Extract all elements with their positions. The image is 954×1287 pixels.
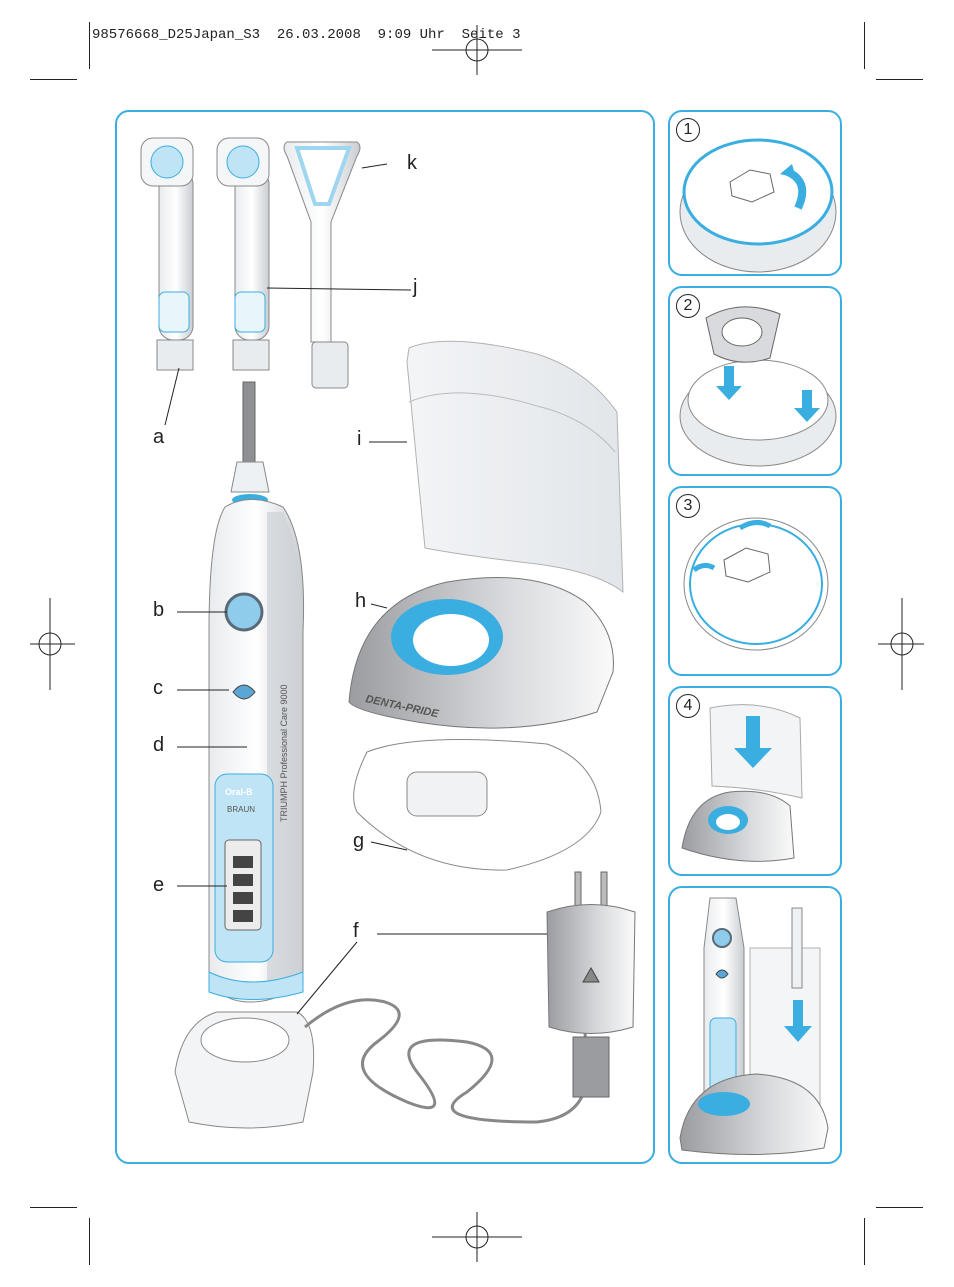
- brush-head-j: [216, 137, 270, 371]
- step-panel-2: 2: [668, 286, 842, 476]
- crop-mark: [30, 1207, 77, 1208]
- step-number-4: 4: [676, 694, 700, 718]
- print-header: 98576668_D25Japan_S3 26.03.2008 9:09 Uhr…: [92, 27, 521, 43]
- label-c: c: [153, 677, 163, 699]
- label-a: a: [153, 426, 165, 448]
- label-f: f: [353, 920, 359, 942]
- label-g: g: [353, 830, 365, 852]
- label-k: k: [407, 152, 417, 174]
- power-cord: [304, 998, 589, 1124]
- cover-i: [406, 340, 624, 594]
- product-illustration: TRIUMPH Professional Care 9000 Oral-B BR…: [140, 137, 636, 1129]
- handle-braun-text: BRAUN: [227, 805, 255, 814]
- label-i: i: [357, 428, 362, 450]
- crop-mark: [89, 1218, 90, 1265]
- handle-oralb-text: Oral-B: [225, 787, 253, 797]
- crop-mark: [89, 22, 90, 69]
- tray-opening: [406, 771, 488, 817]
- crop-mark: [864, 1218, 865, 1265]
- crop-mark: [876, 1207, 923, 1208]
- brush-head-a: [140, 137, 194, 371]
- step-panel-5: [668, 886, 842, 1164]
- step-number-1: 1: [676, 118, 700, 142]
- step-panel-3: 3: [668, 486, 842, 676]
- label-h: h: [355, 590, 367, 612]
- crop-mark: [864, 22, 865, 69]
- label-d: d: [153, 734, 165, 756]
- main-illustration-panel: TRIUMPH Professional Care 9000 Oral-B BR…: [115, 110, 655, 1164]
- charger-base: [174, 1011, 315, 1129]
- crop-mark: [876, 79, 923, 80]
- step-number-3: 3: [676, 494, 700, 518]
- station-dome-h: [348, 577, 614, 729]
- handle-side-text: TRIUMPH Professional Care 9000: [279, 684, 289, 822]
- tongue-cleaner-k: [283, 141, 361, 389]
- label-b: b: [153, 599, 165, 621]
- toothbrush-handle: [208, 381, 305, 1003]
- step-number-2: 2: [676, 294, 700, 318]
- label-j: j: [413, 276, 418, 298]
- step-panel-1: 1: [668, 110, 842, 276]
- power-plug-f: [546, 871, 636, 1098]
- step-panel-4: 4: [668, 686, 842, 876]
- label-e: e: [153, 874, 165, 896]
- crop-mark: [30, 79, 77, 80]
